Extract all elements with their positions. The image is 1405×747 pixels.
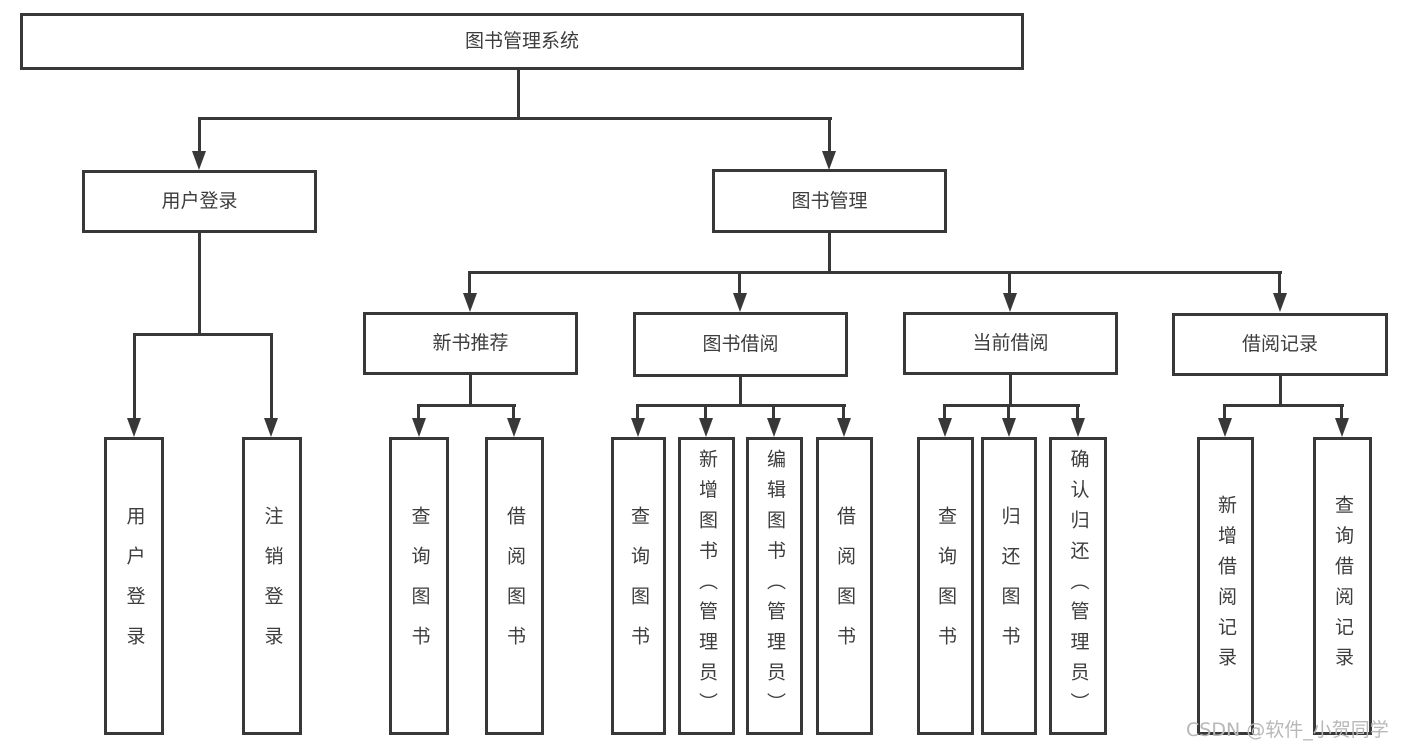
leaf-return-books-label: 归还图书 [998, 506, 1021, 666]
node-new-book-recommend-label: 新书推荐 [432, 332, 509, 354]
leaf-user-login: 用户登录 [104, 437, 164, 735]
leaf-add-borrow-record: 新增借阅记录 [1197, 437, 1254, 735]
leaf-add-books-admin-label: 新增图书（管理员） [696, 449, 718, 723]
connector-borrow-span [636, 404, 846, 407]
arrow-to-query-borrow-record [1335, 418, 1349, 437]
connector-root-drop [517, 70, 520, 119]
arrow-to-new-book-recommend [463, 293, 477, 312]
leaf-borrow-books-label: 借阅图书 [834, 506, 856, 666]
arrow-to-add-books-admin [699, 418, 713, 437]
leaf-query-books-recommend: 查询图书 [389, 437, 449, 735]
node-book-borrow: 图书借阅 [633, 312, 848, 377]
leaf-logout: 注销登录 [242, 437, 302, 735]
connector-borrow-shaft-2 [704, 404, 707, 420]
arrow-to-book-management [822, 151, 836, 170]
node-user-login-label: 用户登录 [161, 190, 238, 212]
connector-user-login-span [133, 333, 273, 336]
node-root-label: 图书管理系统 [464, 30, 579, 52]
arrow-to-return-books [1002, 418, 1016, 437]
leaf-query-borrow-record: 查询借阅记录 [1313, 437, 1372, 735]
connector-records-span [1223, 404, 1344, 407]
arrow-to-borrow-books-recommend [507, 418, 521, 437]
connector-book-mgmt-drop [828, 233, 831, 274]
arrow-to-confirm-return-admin [1071, 418, 1085, 437]
node-book-management: 图书管理 [712, 169, 947, 233]
connector-current-span [943, 404, 1080, 407]
leaf-borrow-books: 借阅图书 [816, 437, 873, 735]
connector-records-drop [1279, 376, 1282, 406]
leaf-add-books-admin: 新增图书（管理员） [678, 437, 735, 735]
leaf-query-borrow-record-label: 查询借阅记录 [1332, 494, 1354, 678]
leaf-confirm-return-admin-label: 确认归还（管理员） [1067, 449, 1090, 723]
connector-recommend-span [417, 404, 516, 407]
connector-borrow-shaft-1 [636, 404, 639, 420]
arrow-to-add-borrow-record [1218, 418, 1232, 437]
connector-recommend-shaft-2 [512, 404, 515, 420]
connector-current-shaft-2 [1007, 404, 1010, 420]
leaf-query-books-current: 查询图书 [917, 437, 974, 735]
connector-book-mgmt-shaft-3 [1008, 271, 1011, 295]
leaf-query-books-borrow: 查询图书 [611, 437, 666, 735]
connector-user-login-drop [198, 233, 201, 336]
arrow-to-leaf-user-login [127, 418, 141, 437]
connector-root-right-shaft [828, 117, 831, 153]
arrow-to-borrow-books [837, 418, 851, 437]
connector-user-login-shaft-2 [270, 333, 273, 419]
arrow-to-query-books-borrow [631, 418, 645, 437]
leaf-return-books: 归还图书 [981, 437, 1037, 735]
connector-recommend-drop [469, 375, 472, 407]
arrow-to-query-books-recommend [412, 418, 426, 437]
leaf-add-borrow-record-label: 新增借阅记录 [1215, 494, 1237, 678]
leaf-confirm-return-admin: 确认归还（管理员） [1049, 437, 1107, 735]
arrow-to-user-login [192, 151, 206, 170]
connector-borrow-shaft-4 [842, 404, 845, 420]
node-borrow-records-label: 借阅记录 [1241, 333, 1318, 355]
connector-book-mgmt-shaft-1 [468, 271, 471, 295]
connector-records-shaft-1 [1223, 404, 1226, 420]
arrow-to-book-borrow [733, 293, 747, 312]
node-user-login: 用户登录 [82, 170, 317, 233]
arrow-to-leaf-logout [264, 418, 278, 437]
connector-recommend-shaft-1 [417, 404, 420, 420]
leaf-query-books-borrow-label: 查询图书 [628, 506, 650, 666]
connector-borrow-shaft-3 [772, 404, 775, 420]
leaf-edit-books-admin-label: 编辑图书（管理员） [764, 449, 786, 723]
node-new-book-recommend: 新书推荐 [363, 312, 578, 375]
leaf-logout-label: 注销登录 [261, 506, 284, 666]
connector-root-left-shaft [198, 117, 201, 153]
connector-current-drop [1009, 375, 1012, 406]
leaf-query-books-recommend-label: 查询图书 [408, 506, 431, 666]
node-book-management-label: 图书管理 [791, 189, 868, 212]
connector-book-mgmt-shaft-4 [1278, 271, 1281, 295]
leaf-query-books-current-label: 查询图书 [935, 506, 957, 666]
arrow-to-current-borrow [1003, 293, 1017, 312]
connector-book-mgmt-shaft-2 [738, 271, 741, 295]
arrow-to-query-books-current [938, 418, 952, 437]
connector-user-login-shaft-1 [133, 333, 136, 419]
node-current-borrow-label: 当前借阅 [972, 332, 1049, 354]
leaf-borrow-books-recommend-label: 借阅图书 [504, 506, 526, 666]
node-book-borrow-label: 图书借阅 [702, 333, 779, 355]
leaf-user-login-label: 用户登录 [123, 506, 146, 666]
arrow-to-edit-books-admin [767, 418, 781, 437]
connector-borrow-drop [739, 377, 742, 406]
connector-current-shaft-1 [943, 404, 946, 420]
connector-records-shaft-2 [1340, 404, 1343, 420]
leaf-borrow-books-recommend: 借阅图书 [485, 437, 544, 735]
watermark: CSDN @软件_小贺同学 [1186, 719, 1389, 741]
connector-book-mgmt-span [469, 271, 1282, 274]
node-borrow-records: 借阅记录 [1172, 313, 1388, 376]
arrow-to-borrow-records [1273, 293, 1287, 312]
leaf-edit-books-admin: 编辑图书（管理员） [746, 437, 803, 735]
node-root: 图书管理系统 [20, 13, 1024, 70]
node-current-borrow: 当前借阅 [903, 312, 1118, 375]
connector-current-shaft-3 [1076, 404, 1079, 420]
connector-root-span [198, 117, 832, 120]
